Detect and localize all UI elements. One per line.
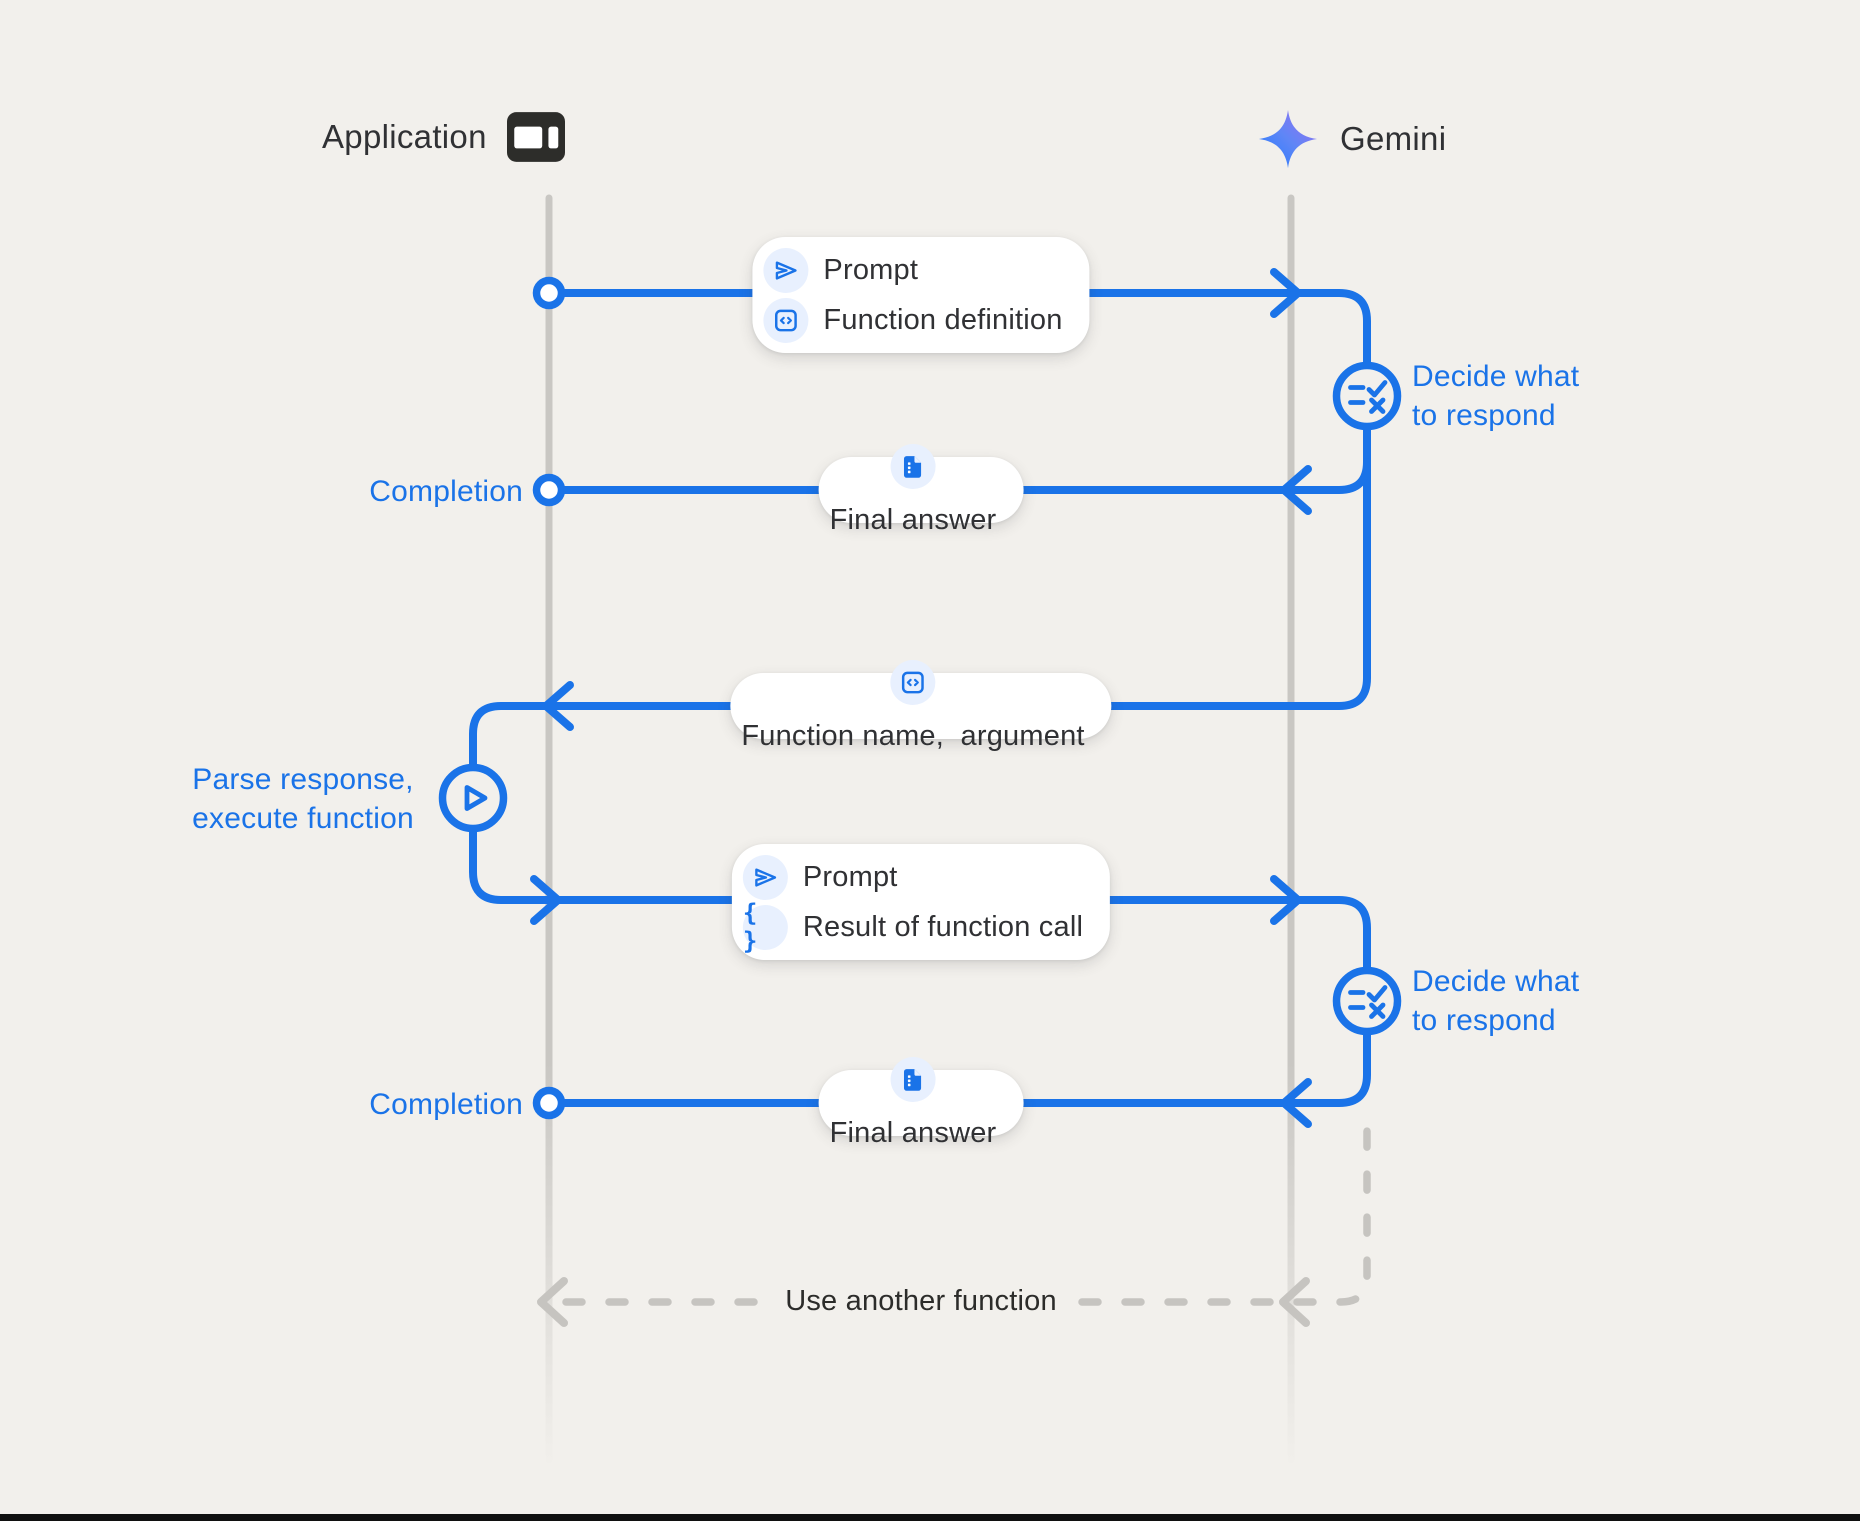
arrowhead-left-flow2	[1280, 465, 1312, 515]
message-label: Final answer	[829, 503, 997, 536]
arrowhead-left-flow3	[542, 681, 574, 731]
decide-label-second: Decide what to respond	[1412, 962, 1579, 1040]
message-label: Function definition	[823, 303, 1063, 336]
play-icon	[464, 785, 488, 811]
message-prompt-function-definition: Prompt Function definition	[752, 237, 1090, 353]
decide-label-line: Decide what	[1412, 360, 1580, 393]
use-another-function-dashed-path	[562, 1112, 1371, 1306]
curly-braces-icon: { }	[742, 899, 788, 955]
flow-final-answer-first	[558, 458, 1371, 494]
parse-execute-line: execute function	[192, 802, 414, 835]
message-label: Prompt	[823, 253, 919, 286]
dashed-arrowhead-left-application	[537, 1277, 568, 1327]
decide-label-first: Decide what to respond	[1412, 357, 1579, 435]
application-header-label: Application	[322, 118, 487, 155]
message-final-answer-first: Final answer	[818, 443, 1024, 536]
arrowhead-right-flow1	[1270, 268, 1302, 318]
message-final-answer-second: Final answer	[818, 1056, 1024, 1149]
message-label: Function name, argument	[741, 719, 1085, 752]
parse-execute-line: Parse response,	[192, 763, 414, 796]
arrowhead-left-flow5	[1280, 1078, 1312, 1128]
send-icon	[763, 247, 809, 293]
parse-execute-label: Parse response, execute function	[168, 760, 438, 838]
checklist-decision-icon	[1348, 380, 1388, 414]
completion-label-second: Completion	[369, 1088, 523, 1121]
message-function-name-argument: Function name, argument	[730, 659, 1112, 752]
flow-final-answer-second	[558, 1028, 1371, 1107]
use-another-function-label: Use another function	[769, 1283, 1073, 1320]
decide-circle-first	[1332, 361, 1402, 431]
document-icon	[890, 1056, 936, 1102]
message-label: Result of function call	[802, 910, 1084, 943]
gemini-header: Gemini	[1257, 108, 1446, 170]
decide-node-first	[1332, 361, 1402, 431]
send-icon	[742, 854, 788, 900]
start-dot-flow1	[532, 276, 566, 310]
code-brackets-icon	[763, 297, 809, 343]
decide-label-line: to respond	[1412, 399, 1556, 432]
dashed-arrowhead-left-gemini	[1279, 1277, 1310, 1327]
gemini-star-icon	[1258, 109, 1318, 169]
bottom-edge-bar	[0, 1514, 1860, 1521]
decide-label-line: to respond	[1412, 1004, 1556, 1037]
completion-label-first: Completion	[369, 475, 523, 508]
flow-prompt-function-definition	[558, 289, 1371, 370]
application-header: Application	[322, 112, 565, 162]
execute-function-node	[438, 763, 508, 833]
message-row: Prompt	[742, 852, 1083, 902]
message-label: Prompt	[802, 860, 898, 893]
message-row: Function definition	[763, 295, 1062, 345]
completion-dot-first	[532, 473, 566, 507]
message-prompt-function-result: Prompt { } Result of function call	[731, 844, 1111, 960]
document-icon	[890, 443, 936, 489]
arrowhead-right-flow4-application	[530, 875, 562, 925]
code-brackets-icon	[890, 659, 936, 705]
message-row: Prompt	[763, 245, 1062, 295]
message-row: { } Result of function call	[742, 899, 1084, 955]
play-circle	[438, 763, 508, 833]
decide-circle-second	[1332, 966, 1402, 1036]
decide-node-second	[1332, 966, 1402, 1036]
checklist-decision-icon	[1348, 985, 1388, 1019]
app-window-icon	[506, 112, 565, 162]
completion-dot-second	[532, 1086, 566, 1120]
message-label: Final answer	[829, 1116, 997, 1149]
decide-label-line: Decide what	[1412, 965, 1580, 998]
arrowhead-right-flow4-gemini	[1270, 875, 1302, 925]
gemini-header-label: Gemini	[1340, 120, 1447, 157]
